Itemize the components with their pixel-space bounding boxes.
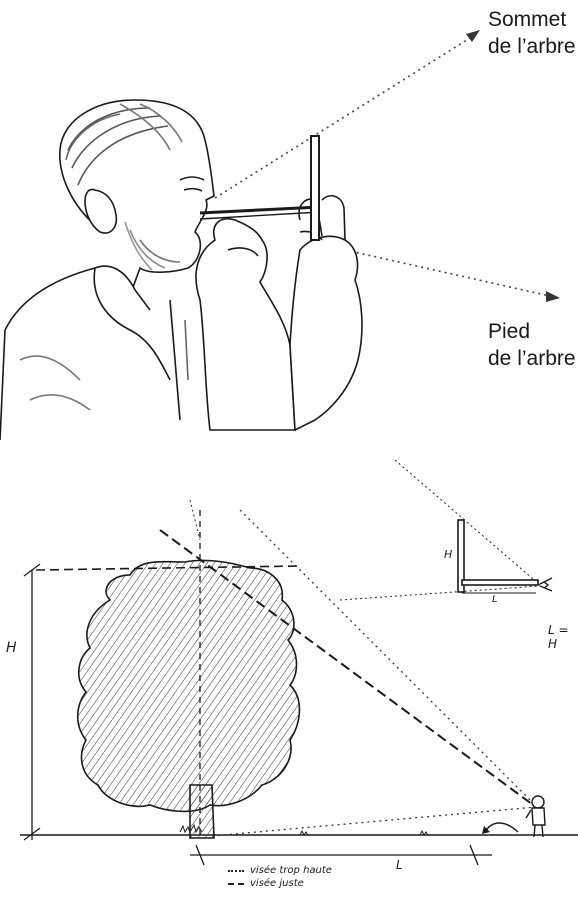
top-illustration: Sommet de l’arbre Pied de l’arbre — [0, 0, 578, 440]
equation-label: L = H — [548, 623, 569, 651]
man-sighting-drawing — [0, 30, 560, 440]
inset-height-label: H — [444, 548, 453, 561]
inset-horizontal-staff — [461, 579, 539, 586]
arrow-top-icon — [466, 30, 480, 42]
inset-vertical-staff — [457, 519, 465, 593]
tree-crown — [76, 559, 301, 813]
tree-diagram-drawing — [20, 459, 578, 866]
inset-length-label: L — [492, 594, 498, 605]
observer-figure — [525, 795, 546, 838]
legend-correct: visée juste — [228, 877, 332, 890]
man-arms — [195, 195, 363, 432]
legend-correct-text: visée juste — [250, 878, 304, 889]
distance-label: L — [396, 858, 403, 872]
tree-measurement-diagram: H L H L L = H visée trop haute visée jus… — [0, 440, 578, 901]
legend-dashed-swatch — [228, 882, 244, 885]
legend-too-high-text: visée trop haute — [250, 865, 332, 876]
eye-icon — [539, 577, 553, 592]
label-tree-top-line1: Sommet — [488, 8, 567, 31]
man-jacket — [0, 265, 189, 440]
sight-line-foot — [211, 806, 537, 837]
label-tree-foot: Pied de l’arbre — [488, 318, 576, 372]
cross-staff — [199, 135, 321, 241]
legend-dotted-swatch — [228, 869, 244, 872]
man-head — [59, 99, 215, 291]
step-back-arrow-icon — [484, 822, 519, 833]
label-tree-foot-line1: Pied — [488, 320, 531, 343]
sight-line-foot — [344, 249, 551, 297]
inset-principle-drawing — [339, 459, 553, 601]
sight-line-top — [214, 37, 471, 199]
height-label: H — [6, 640, 17, 656]
line-legend: visée trop haute visée juste — [228, 864, 332, 890]
legend-too-high: visée trop haute — [228, 864, 332, 877]
label-tree-foot-line2: de l’arbre — [488, 347, 576, 370]
tree-trunk — [189, 784, 215, 839]
label-tree-top-line2: de l’arbre — [488, 35, 576, 58]
arrow-foot-icon — [546, 291, 560, 302]
label-tree-top: Sommet de l’arbre — [488, 6, 576, 60]
sight-line-correct — [159, 529, 541, 811]
